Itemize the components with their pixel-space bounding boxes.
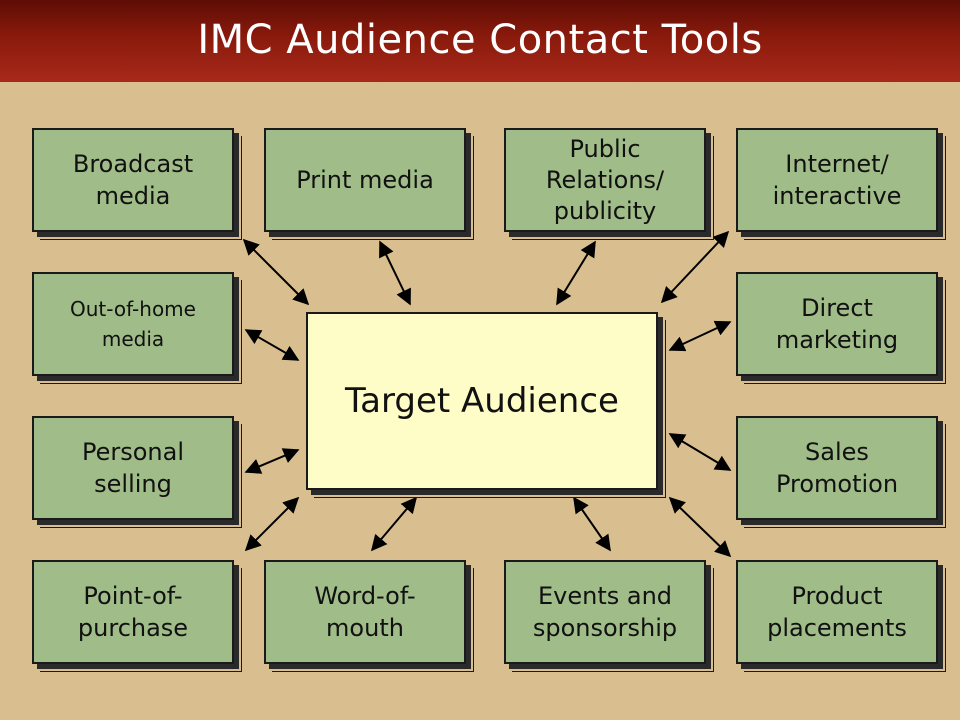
product-placements-box: Product placements: [736, 560, 938, 664]
internet-interactive-box: Internet/interactive: [736, 128, 938, 232]
box-label-line: mouth: [326, 614, 404, 642]
arrow-placement: [668, 496, 732, 558]
out-of-home-media-box: Out-of-home media: [32, 272, 234, 376]
box-label-line: Broadcast: [72, 150, 194, 178]
slide-title: IMC Audience Contact Tools: [197, 17, 763, 63]
title-bar: IMC Audience Contact Tools: [0, 0, 960, 82]
box-label-line: purchase: [77, 614, 189, 642]
box-label-line: publicity: [553, 196, 657, 225]
arrow-pr: [556, 240, 596, 306]
box-label-line: Relations/: [545, 165, 665, 194]
direct-marketing-box: Direct marketing: [736, 272, 938, 376]
box-label-line: Product: [791, 582, 883, 610]
arrow-broadcast: [242, 238, 310, 306]
box-label-line: Word-of-: [314, 582, 416, 610]
box-label-line: marketing: [775, 326, 899, 354]
box-label-line: Print media: [296, 166, 434, 194]
arrow-pop: [244, 496, 300, 552]
box-label-line: placements: [767, 614, 907, 642]
target-audience-box: Target Audience: [306, 312, 658, 490]
arrow-events: [573, 496, 611, 552]
arrow-print: [379, 240, 411, 306]
box-label-line: Events and: [537, 582, 673, 610]
arrow-personal: [244, 448, 300, 474]
box-label-line: Sales: [805, 438, 869, 466]
box-label-line: media: [95, 182, 171, 210]
box-label-line: Internet/: [785, 150, 889, 178]
box-label-line: interactive: [772, 182, 902, 210]
point-of-purchase-box: Point-of-purchase: [32, 560, 234, 664]
personal-selling-box: Personal selling: [32, 416, 234, 520]
box-label-line: selling: [94, 470, 172, 498]
box-label-line: Promotion: [775, 470, 899, 498]
target-audience-label: Target Audience: [345, 381, 619, 421]
arrow-wom: [370, 496, 418, 552]
print-media-box: Print media: [264, 128, 466, 232]
box-label-line: Point-of-: [83, 582, 183, 610]
box-label-line: Out-of-home: [70, 297, 196, 321]
broadcast-media-box: Broadcast media: [32, 128, 234, 232]
word-of-mouth-box: Word-of-mouth: [264, 560, 466, 664]
arrow-sales: [668, 433, 732, 471]
box-label-line: Direct: [801, 294, 873, 322]
events-sponsorship-box: Events and sponsorship: [504, 560, 706, 664]
arrow-internet: [660, 230, 730, 304]
box-label-line: Public: [569, 134, 641, 163]
arrow-ooh: [244, 329, 300, 361]
box-label-line: Personal: [81, 438, 185, 466]
box-label-line: sponsorship: [532, 614, 678, 642]
box-label-line: media: [101, 327, 165, 351]
arrow-direct: [668, 320, 732, 352]
